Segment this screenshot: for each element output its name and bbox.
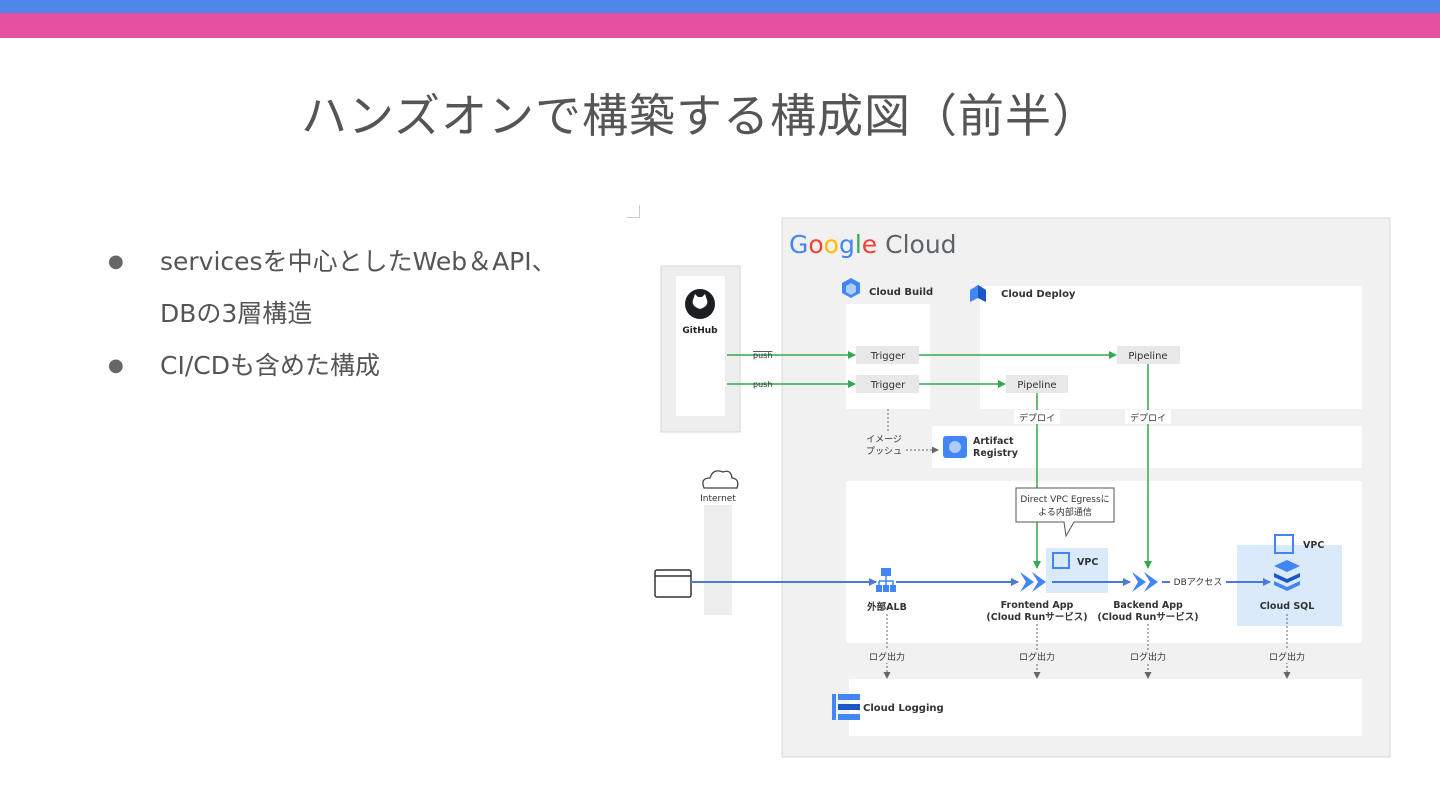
pipeline-node	[1006, 375, 1068, 393]
log-label: ログ出力	[1130, 651, 1166, 663]
log-label: ログ出力	[1019, 651, 1055, 663]
bullet-line: DBの3層構造	[160, 299, 313, 328]
cloud-sql-vpc-area	[1237, 545, 1342, 626]
internet-cloud-icon	[702, 470, 739, 489]
log-label: ログ出力	[869, 651, 905, 663]
cloud-run-icon	[1020, 572, 1046, 592]
deploy-label: デプロイ	[1130, 412, 1166, 424]
svg-text:Pipeline: Pipeline	[1017, 380, 1056, 391]
header-accent-blue	[0, 0, 1440, 13]
google-cloud-logo: Google Cloud	[789, 230, 957, 259]
bullet-item: ● servicesを中心としたWeb＆API、 DBの3層構造	[108, 236, 628, 340]
bullet-dot-icon: ●	[108, 355, 124, 376]
push-label: push	[753, 380, 772, 389]
svg-text:イメージ: イメージ	[866, 435, 902, 445]
push-label: push	[753, 351, 772, 360]
cloud-build-label: Cloud Build	[869, 287, 933, 298]
cloud-run-icon	[1132, 572, 1158, 592]
cloud-sql-icon	[1274, 560, 1300, 591]
svg-text:(Cloud Runサービス): (Cloud Runサービス)	[1097, 611, 1198, 623]
browser-icon	[654, 569, 692, 598]
svg-text:Registry: Registry	[973, 448, 1019, 459]
svg-text:VPC: VPC	[1303, 540, 1324, 551]
trigger-node	[856, 346, 919, 364]
cloud-logging-icon	[832, 694, 860, 720]
svg-text:(Cloud Runサービス): (Cloud Runサービス)	[986, 611, 1087, 623]
vpc-icon	[1052, 552, 1070, 569]
svg-text:Trigger: Trigger	[870, 380, 906, 391]
alb-label: 外部ALB	[866, 601, 907, 613]
load-balancer-icon	[876, 568, 896, 592]
svg-text:Frontend App: Frontend App	[1001, 600, 1074, 611]
svg-text:Trigger: Trigger	[870, 351, 906, 362]
cloud-deploy-label: Cloud Deploy	[1001, 289, 1076, 300]
internet-label: Internet	[700, 494, 736, 504]
log-label: ログ出力	[1269, 651, 1305, 663]
svg-text:Backend App: Backend App	[1113, 600, 1183, 611]
db-access-label: DBアクセス	[1174, 577, 1223, 588]
logging-panel	[849, 679, 1362, 736]
bullet-line: servicesを中心としたWeb＆API、	[160, 247, 557, 276]
svg-text:Artifact: Artifact	[973, 436, 1014, 447]
vpc-icon	[1274, 534, 1294, 554]
cloud-logging-label: Cloud Logging	[863, 703, 944, 714]
header-accent-pink	[0, 13, 1440, 38]
crop-mark	[627, 205, 640, 218]
bullet-list: ● servicesを中心としたWeb＆API、 DBの3層構造 ● CI/CD…	[108, 236, 628, 392]
vpc-connector-area	[1046, 548, 1108, 593]
svg-text:プッシュ: プッシュ	[866, 446, 902, 457]
slide-title: ハンズオンで構築する構成図（前半）	[300, 89, 1100, 143]
artifact-registry-panel	[932, 426, 1362, 468]
deploy-label: デプロイ	[1019, 412, 1055, 424]
bullet-line: CI/CDも含めた構成	[160, 351, 380, 380]
svg-text:よる内部通信: よる内部通信	[1038, 506, 1092, 518]
callout-bubble	[1015, 487, 1115, 538]
pipeline-node	[1117, 346, 1180, 364]
svg-text:Direct VPC Egressに: Direct VPC Egressに	[1020, 494, 1109, 505]
bullet-item: ● CI/CDも含めた構成	[108, 340, 628, 392]
svg-text:Pipeline: Pipeline	[1128, 351, 1167, 362]
github-label: GitHub	[682, 326, 718, 336]
trigger-node	[856, 375, 919, 393]
bullet-dot-icon: ●	[108, 251, 124, 272]
cloud-sql-label: Cloud SQL	[1260, 601, 1315, 612]
internet-column	[704, 505, 732, 615]
svg-text:VPC: VPC	[1077, 557, 1098, 568]
